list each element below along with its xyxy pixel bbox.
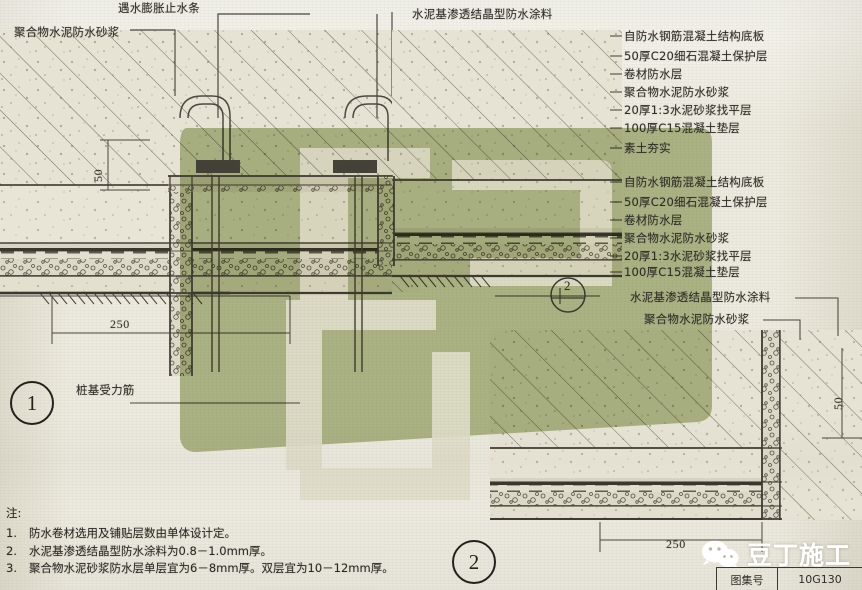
legend1-item-5: 100厚C15混凝土垫层 bbox=[624, 121, 741, 135]
notes-block: 注: 1. 防水卷材选用及铺贴层数由单体设计定。 2. 水泥基渗透结晶型防水涂料… bbox=[6, 505, 394, 578]
dimension-left-vertical-50: 50 bbox=[91, 168, 105, 182]
legend3-item-1: 聚合物水泥防水砂浆 bbox=[644, 312, 750, 326]
legend2-item-2: 卷材防水层 bbox=[624, 213, 683, 227]
note-text: 聚合物水泥砂浆防水层单层宜为6－8mm厚。双层宜为10－12mm厚。 bbox=[29, 561, 394, 576]
label-pile-reinforcement: 桩基受力筋 bbox=[76, 383, 135, 397]
legend1-item-4: 20厚1:3水泥砂浆找平层 bbox=[624, 103, 752, 117]
notes-heading: 注: bbox=[6, 506, 22, 520]
note-text: 水泥基渗透结晶型防水涂料为0.8－1.0mm厚。 bbox=[29, 543, 272, 558]
legend1-item-0: 自防水钢筋混凝土结构底板 bbox=[624, 29, 765, 43]
note-item: 3. 聚合物水泥砂浆防水层单层宜为6－8mm厚。双层宜为10－12mm厚。 bbox=[6, 560, 394, 577]
section-marker-number: 2 bbox=[564, 278, 572, 293]
title-block: 图集号 10G130 bbox=[716, 567, 862, 590]
label-waterstop: 遇水膨胀止水条 bbox=[118, 1, 200, 15]
note-index: 3. bbox=[6, 561, 17, 576]
note-text: 防水卷材选用及铺贴层数由单体设计定。 bbox=[29, 526, 236, 541]
callout-detail-1: 1 bbox=[10, 381, 54, 425]
legend2-item-1: 50厚C20细石混凝土保护层 bbox=[624, 195, 768, 209]
callout-detail-2: 2 bbox=[452, 540, 496, 584]
dimension-left-horizontal-250: 250 bbox=[110, 317, 130, 331]
legend2-item-5: 100厚C15混凝土垫层 bbox=[624, 265, 741, 279]
label-polymer-mortar-left: 聚合物水泥防水砂浆 bbox=[14, 25, 120, 39]
legend3-item-0: 水泥基渗透结晶型防水涂料 bbox=[630, 290, 771, 304]
title-block-value: 10G130 bbox=[778, 568, 862, 590]
legend2-item-0: 自防水钢筋混凝土结构底板 bbox=[624, 175, 765, 189]
legend1-item-6: 素土夯实 bbox=[624, 141, 671, 155]
legend2-item-4: 20厚1:3水泥砂浆找平层 bbox=[624, 249, 752, 263]
legend1-item-2: 卷材防水层 bbox=[624, 67, 683, 81]
dimension-right-vertical-50: 50 bbox=[831, 396, 845, 410]
note-index: 1. bbox=[6, 526, 17, 541]
note-index: 2. bbox=[6, 543, 17, 558]
note-item: 1. 防水卷材选用及铺贴层数由单体设计定。 bbox=[6, 525, 394, 542]
legend1-item-3: 聚合物水泥防水砂浆 bbox=[624, 85, 730, 99]
legend2-item-3: 聚合物水泥防水砂浆 bbox=[624, 231, 730, 245]
label-crystalline-coating-top: 水泥基渗透结晶型防水涂料 bbox=[412, 7, 553, 21]
legend1-item-1: 50厚C20细石混凝土保护层 bbox=[624, 49, 768, 63]
note-item: 2. 水泥基渗透结晶型防水涂料为0.8－1.0mm厚。 bbox=[6, 543, 394, 560]
dimension-right-horizontal-250: 250 bbox=[666, 537, 686, 551]
title-block-key: 图集号 bbox=[717, 568, 778, 590]
